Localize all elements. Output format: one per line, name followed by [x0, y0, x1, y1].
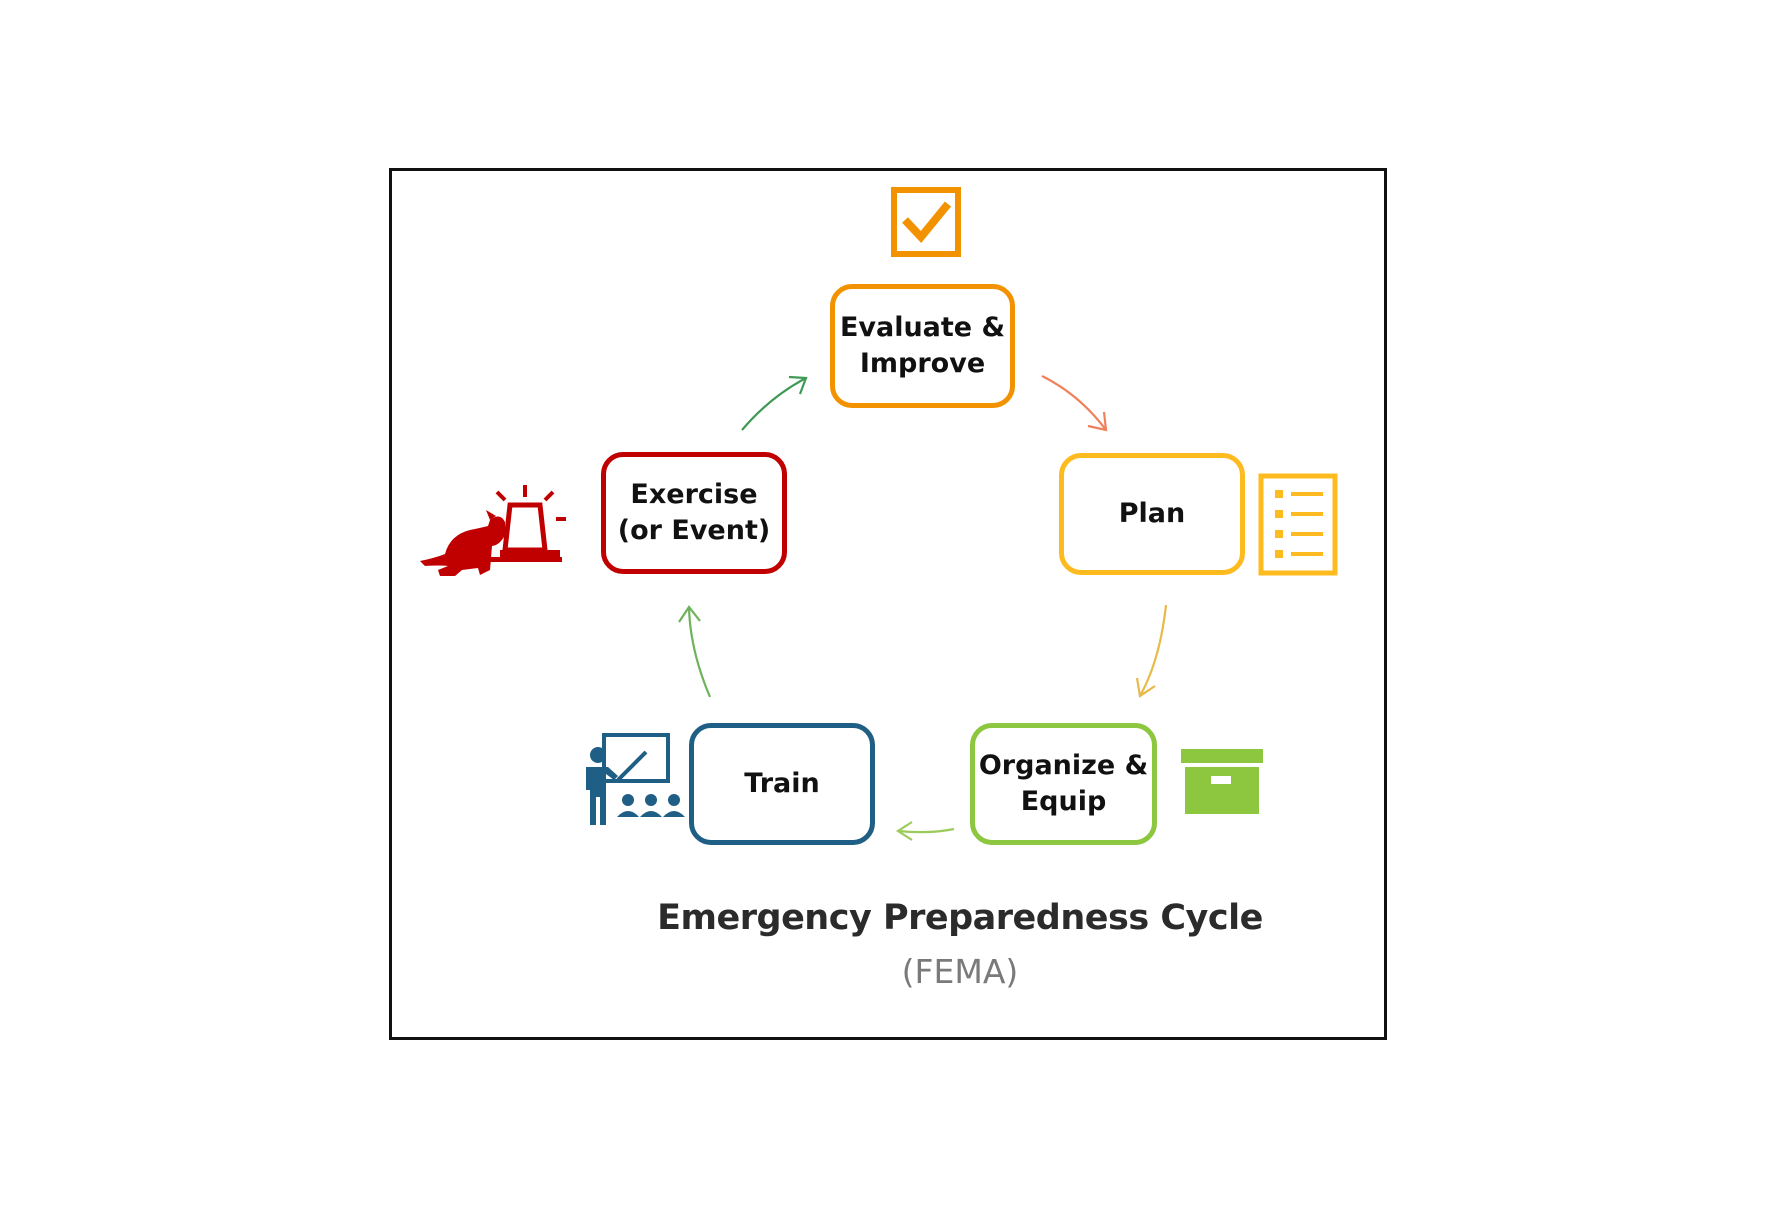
checklist-icon	[1258, 473, 1338, 576]
arrow-organize-to-train	[895, 821, 955, 841]
checkbox-check-icon	[891, 187, 961, 257]
node-exercise-event: Exercise (or Event)	[601, 452, 787, 574]
diagram-title: Emergency Preparedness Cycle	[657, 898, 1263, 938]
diagram-frame	[389, 168, 1387, 1040]
diagram-subtitle: (FEMA)	[901, 952, 1019, 991]
node-train: Train	[689, 723, 875, 845]
arrow-train-to-exercise	[678, 605, 712, 698]
node-organize-equip: Organize & Equip	[970, 723, 1157, 845]
storage-box-icon	[1181, 749, 1263, 814]
cat-alarm-siren-icon	[420, 485, 566, 576]
node-evaluate-improve: Evaluate & Improve	[830, 284, 1015, 408]
arrow-plan-to-organize	[1135, 604, 1168, 698]
teacher-classroom-icon	[586, 733, 685, 825]
node-plan: Plan	[1059, 453, 1245, 575]
arrow-evaluate-to-plan	[1041, 375, 1108, 432]
arrow-exercise-to-evaluate	[741, 375, 808, 431]
